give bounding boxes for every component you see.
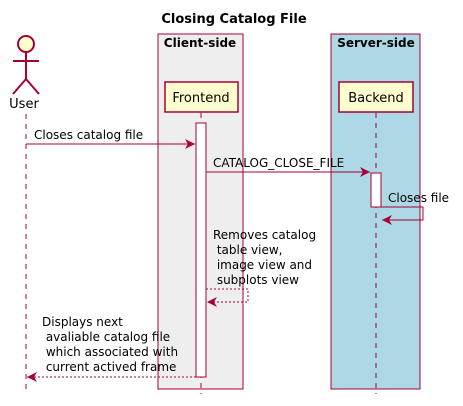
message-label: Closes catalog file — [34, 128, 143, 142]
message-closes-catalog-file: Closes catalog file — [26, 128, 195, 149]
message-catalog-close-file: CATALOG_CLOSE_FILE — [206, 156, 370, 177]
backend-label: Backend — [348, 91, 404, 106]
user-actor: User — [9, 35, 40, 112]
user-label: User — [9, 97, 39, 112]
diagram-title: Closing Catalog File — [161, 12, 307, 27]
frontend-activation — [195, 122, 207, 378]
message-label: Removes catalog table view, image view a… — [213, 228, 320, 287]
frontend-box — [164, 81, 239, 113]
message-displays-next: Displays next avaliable catalog file whi… — [27, 315, 196, 382]
backend-box — [338, 81, 414, 113]
server-side-label: Server-side — [337, 36, 415, 50]
backend-participant: Backend — [338, 81, 414, 113]
message-label: CATALOG_CLOSE_FILE — [213, 156, 344, 170]
message-label: Closes file — [388, 191, 449, 205]
message-removes-catalog: Removes catalog table view, image view a… — [206, 228, 320, 307]
actor-head — [17, 35, 35, 53]
self-message-arrow — [206, 288, 249, 307]
self-message-arrow — [381, 206, 424, 225]
frontend-participant: Frontend — [164, 81, 239, 113]
frontend-label: Frontend — [172, 91, 229, 106]
message-label: Displays next avaliable catalog file whi… — [42, 315, 182, 374]
message-closes-file: Closes file — [381, 191, 449, 225]
client-side-label: Client-side — [164, 36, 236, 50]
backend-activation — [370, 172, 382, 208]
